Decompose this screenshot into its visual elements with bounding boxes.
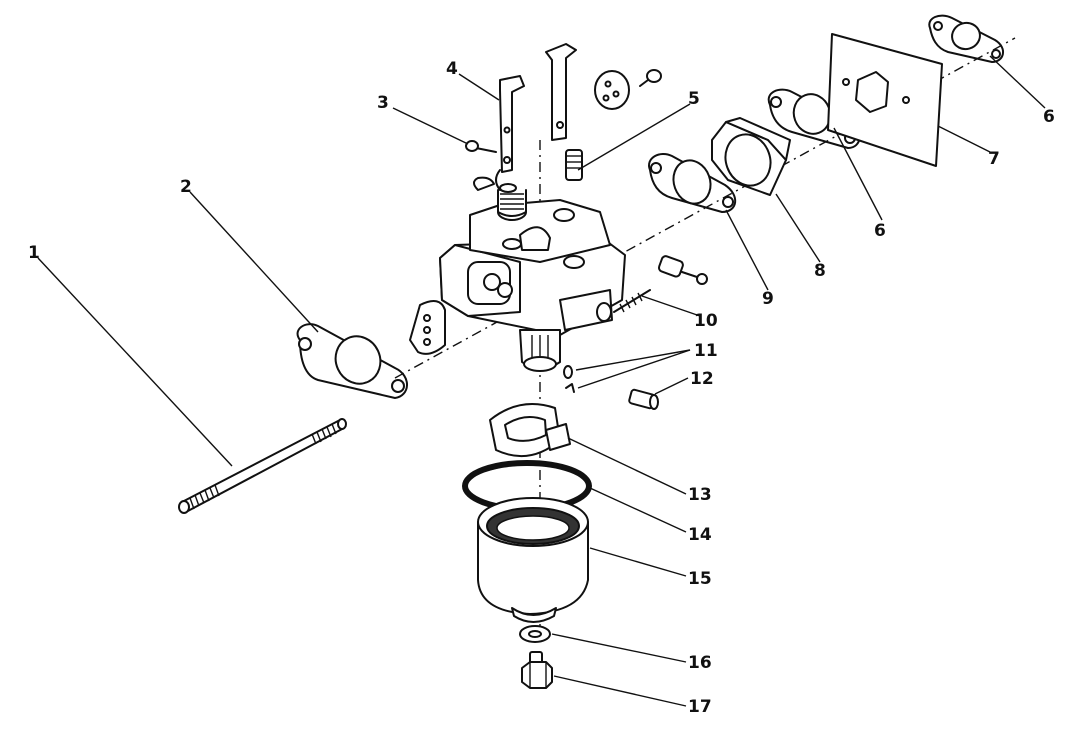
gasket-part-9 [648,152,737,213]
bolt-part-12 [628,388,659,410]
throttle-plate-left [409,300,446,355]
callout-10: 10 [694,311,718,331]
callout-6-middle: 6 [874,221,886,241]
callout-7: 7 [988,149,1000,169]
callout-17: 17 [688,697,712,717]
throttle-shaft [545,43,577,141]
stud-part [178,418,347,514]
callout-14: 14 [688,525,712,545]
oring-part-11 [563,365,575,393]
clip-part-13 [489,403,571,457]
screw-part-3 [465,140,497,153]
leader-lines [37,55,1046,707]
nut-part-17 [521,651,553,689]
plate-part-7 [827,33,943,167]
spring-part-5 [565,149,583,181]
callout-9: 9 [762,289,774,309]
callout-5: 5 [688,89,700,109]
choke-plate-top [594,69,662,110]
callout-6-top: 6 [1043,107,1055,127]
callout-1: 1 [28,243,40,263]
carburetor-body [439,176,626,372]
callout-12: 12 [690,369,714,389]
callout-13: 13 [688,485,712,505]
lever-part-4 [495,75,525,191]
gasket-part-6-top [928,14,1004,63]
washer-part-16 [519,625,551,643]
gasket-left [296,323,408,399]
callout-11: 11 [694,341,718,361]
screw-part-10 [613,289,651,313]
callout-16: 16 [688,653,712,673]
callout-3: 3 [377,93,389,113]
callout-4: 4 [446,59,458,79]
callout-2: 2 [180,177,192,197]
bowl-part-15 [477,497,589,623]
callout-15: 15 [688,569,712,589]
housing-part-8 [711,117,791,196]
idle-screw [657,255,708,285]
callout-8: 8 [814,261,826,281]
